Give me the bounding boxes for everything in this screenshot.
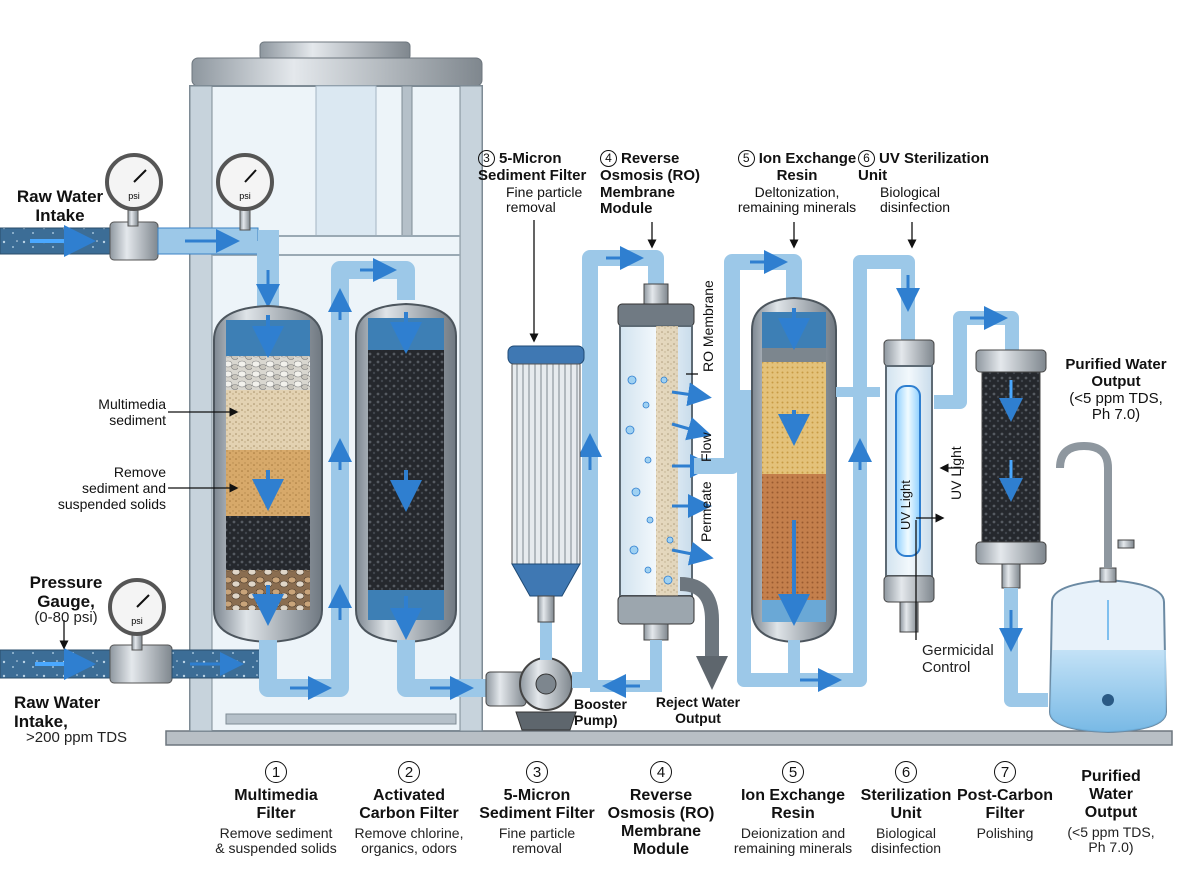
- step-number-badge: 2: [398, 761, 420, 783]
- purified-output-desc: (<5 ppm TDS, Ph 7.0): [1069, 389, 1163, 424]
- purified-output-top-label: Purified Water Output (<5 ppm TDS, Ph 7.…: [1046, 356, 1186, 424]
- step-number-badge: 3: [526, 761, 548, 783]
- bottom-step-8: Purified Water Output(<5 ppm TDS, Ph 7.0…: [1058, 768, 1164, 856]
- booster-pump-label: Booster Pump): [574, 696, 627, 728]
- uv-light-outer-label: UV Light: [948, 446, 964, 500]
- gauge-unit-label: psi: [239, 191, 251, 201]
- step-number-badge: 4: [650, 761, 672, 783]
- step-number-badge: 5: [782, 761, 804, 783]
- step-number: 5: [737, 150, 755, 167]
- step-number-badge: 1: [265, 761, 287, 783]
- multimedia-sediment-label: Multimedia sediment: [98, 396, 166, 429]
- step-title: Activated Carbon Filter: [359, 787, 459, 822]
- step-number: 4: [600, 150, 617, 167]
- activated-carbon-filter-vessel: [355, 302, 457, 644]
- step-desc: Biological disinfection: [880, 183, 951, 216]
- raw-water-intake-top-label: Raw Water Intake: [16, 187, 104, 226]
- ro-membrane-label: RO Membrane: [700, 280, 716, 372]
- step-desc: Remove chlorine, organics, odors: [354, 824, 464, 857]
- uv-light-inner-label: UV Light: [898, 480, 913, 530]
- step-desc: Fine particle removal: [506, 183, 583, 216]
- pressure-gauge-top-right: psi: [216, 153, 274, 231]
- raw-water-intake-bottom-label: Raw Water Intake,: [14, 693, 101, 732]
- step-number-badge: 7: [994, 761, 1016, 783]
- step-desc: Biological disinfection: [870, 824, 942, 857]
- gauge-unit-label: psi: [128, 191, 140, 201]
- step-desc: Remove sediment & suspended solids: [215, 824, 337, 857]
- step-title: Reverse Osmosis (RO) Membrane Module: [607, 787, 715, 858]
- step-title: 5-Micron Sediment Filter: [478, 150, 587, 184]
- purified-output-title: Purified Water Output: [1065, 356, 1167, 390]
- label-pointers: [59, 220, 964, 650]
- pressure-range-label: (0-80 psi): [34, 609, 98, 626]
- uv-sterilization-unit: [883, 339, 935, 633]
- raw-water-intake-top-pipe: [0, 221, 259, 261]
- germicidal-control-label: Germicidal Control: [922, 642, 994, 676]
- step-title: UV Sterilization Unit: [858, 150, 990, 184]
- ro-membrane-module: [617, 283, 714, 641]
- step-title: Ion Exchange Resin: [758, 150, 857, 184]
- flow-label: Flow: [698, 432, 714, 462]
- step-desc: Deltonization, remaining minerals: [737, 183, 857, 216]
- ion-exchange-resin-vessel: [751, 296, 837, 644]
- step-title: 5-Micron Sediment Filter: [479, 787, 595, 822]
- step-desc: Polishing: [976, 824, 1034, 841]
- step-title: Reverse Osmosis (RO) Membrane Module: [600, 150, 701, 218]
- sediment-filter-cartridge: [507, 345, 585, 623]
- reject-water-outlet: [679, 577, 728, 690]
- purified-water-storage-tank: [1048, 441, 1168, 734]
- pressure-gauge-bottom: psi: [108, 578, 166, 651]
- raw-water-intake-bottom-pipe: [0, 644, 263, 684]
- pressure-gauge-label: Pressure Gauge,: [29, 573, 103, 612]
- multimedia-filter-vessel: [213, 304, 323, 644]
- step-number-badge: 6: [895, 761, 917, 783]
- remove-sediment-label: Remove sediment and suspended solids: [57, 464, 166, 513]
- base-platform: [165, 730, 1173, 746]
- gauge-unit-label: psi: [131, 616, 143, 626]
- step-number: 6: [858, 150, 875, 167]
- permeate-label: Permeate: [698, 481, 714, 542]
- step-title: Post-Carbon Filter: [957, 787, 1053, 822]
- step-title: Sterilization Unit: [860, 787, 952, 822]
- reject-water-label: Reject Water Output: [655, 694, 741, 726]
- booster-pump: [485, 657, 577, 731]
- step-title: Ion Exchange Resin: [740, 787, 846, 822]
- pressure-gauge-top-left: psi: [105, 153, 163, 227]
- step-number: 3: [478, 150, 495, 167]
- step-desc: Fine particle removal: [498, 824, 576, 857]
- raw-water-tds-label: >200 ppm TDS: [26, 729, 128, 746]
- step-desc: Deionization and remaining minerals: [733, 824, 853, 857]
- step-desc: (<5 ppm TDS, Ph 7.0): [1067, 823, 1155, 856]
- step-title: Multimedia Filter: [234, 787, 318, 822]
- step-title: Purified Water Output: [1081, 768, 1141, 821]
- post-carbon-filter: [975, 349, 1047, 589]
